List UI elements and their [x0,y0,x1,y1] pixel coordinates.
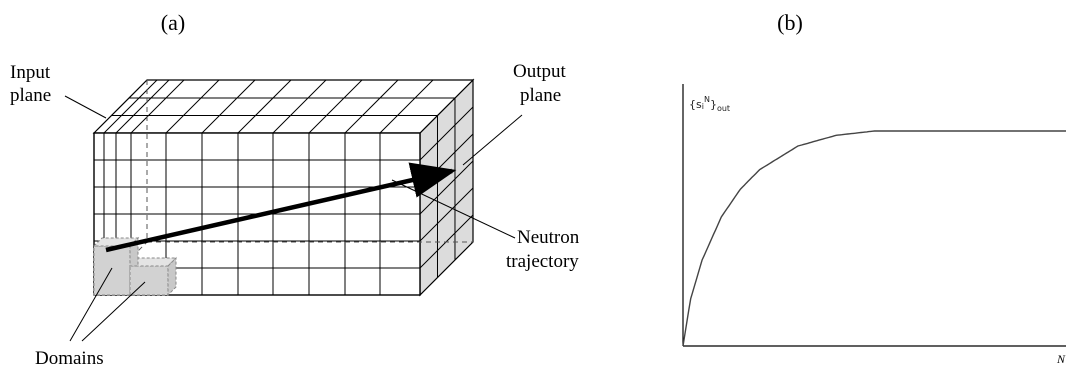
panel-a: (a) [10,10,584,369]
input-plane-label: Input plane [10,62,55,106]
saturation-curve [682,130,1066,347]
neutron-trajectory-label: Neutron trajectory [506,227,584,272]
leader-lines [64,95,523,342]
y-axis-label: {siN}out [689,95,730,113]
neutron-trajectory-arrow [105,162,457,253]
panel-a-label: (a) [161,10,185,35]
domain-cubes [92,236,178,297]
panel-b: (b) {siN}out N [682,10,1066,366]
x-axis-label: N [1056,352,1066,366]
output-plane-label: Output plane [513,61,571,106]
domains-label: Domains [35,348,104,369]
panel-b-label: (b) [777,10,803,35]
